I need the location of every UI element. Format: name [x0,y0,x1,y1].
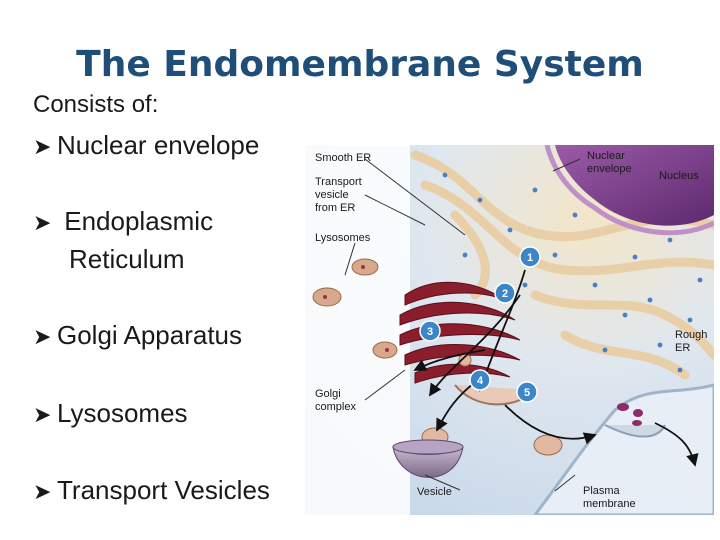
slide-title: The Endomembrane System [76,44,644,85]
bullet-transport-vesicles: ➤Transport Vesicles [33,472,270,510]
bullet-lysosomes: ➤Lysosomes [33,395,188,433]
label-vesicle: Vesicle [417,486,452,498]
bullet-text: Lysosomes [57,398,188,428]
label-smooth-er: Smooth ER [315,152,371,164]
arrowhead-bullet-icon: ➤ [33,402,52,427]
label-nuclear-envelope-line1: Nuclear [587,150,625,162]
step-5-label: 5 [524,387,530,399]
step-1-circle [519,246,541,268]
label-transport-vesicle-line3: from ER [315,202,355,214]
bullet-text: Nuclear envelope [57,130,260,160]
arrowhead-bullet-icon: ➤ [33,479,52,504]
secreted-particles [617,403,643,426]
lysosome-group [312,258,398,359]
bullet-golgi-apparatus: ➤Golgi Apparatus [33,317,242,355]
label-leader-lines [344,158,581,492]
step-3-circle [419,320,441,342]
step-4-circle [469,369,491,391]
bullet-text-continued: Reticulum [69,244,185,274]
step-2-circle [494,282,516,304]
label-transport-vesicle-line2: vesicle [315,189,349,201]
label-nucleus: Nucleus [659,170,699,182]
arrowhead-bullet-icon: ➤ [33,324,52,349]
step-3-label: 3 [427,326,433,338]
step-2-label: 2 [502,288,508,300]
arrowhead-bullet-icon: ➤ [33,210,52,235]
step-1-label: 1 [527,252,533,264]
process-arrows [413,269,699,467]
endomembrane-diagram: 1 2 3 4 5 Smooth ER Transport vesicle fr… [305,145,714,515]
arrowhead-bullet-icon: ➤ [33,134,52,159]
label-plasma-membrane-line1: Plasma [583,485,621,497]
bullet-text: Golgi Apparatus [57,320,243,350]
step-markers: 1 2 3 4 5 [419,246,541,403]
label-golgi-line1: Golgi [315,388,341,400]
label-golgi-line2: complex [315,401,356,413]
bullet-text: Transport Vesicles [57,475,270,505]
intro-text: Consists of: [33,91,159,118]
label-nuclear-envelope-line2: envelope [587,163,632,175]
label-lysosomes: Lysosomes [315,232,371,244]
nucleus [555,145,714,226]
label-rough-er-line1: Rough [675,329,707,341]
golgi-complex [399,281,521,384]
bullet-nuclear-envelope: ➤Nuclear envelope [33,127,259,165]
ribosome-dots [442,172,703,373]
bullet-endoplasmic-reticulum: ➤ Endoplasmic Reticulum [33,203,213,277]
label-panel [305,145,410,515]
bullet-text: Endoplasmic [64,206,214,236]
step-5-circle [516,381,538,403]
plasma-membrane [533,383,714,515]
label-transport-vesicle-line1: Transport [315,176,362,188]
label-rough-er-line2: ER [675,342,690,354]
label-plasma-membrane-line2: membrane [583,498,636,510]
step-4-label: 4 [477,375,484,387]
